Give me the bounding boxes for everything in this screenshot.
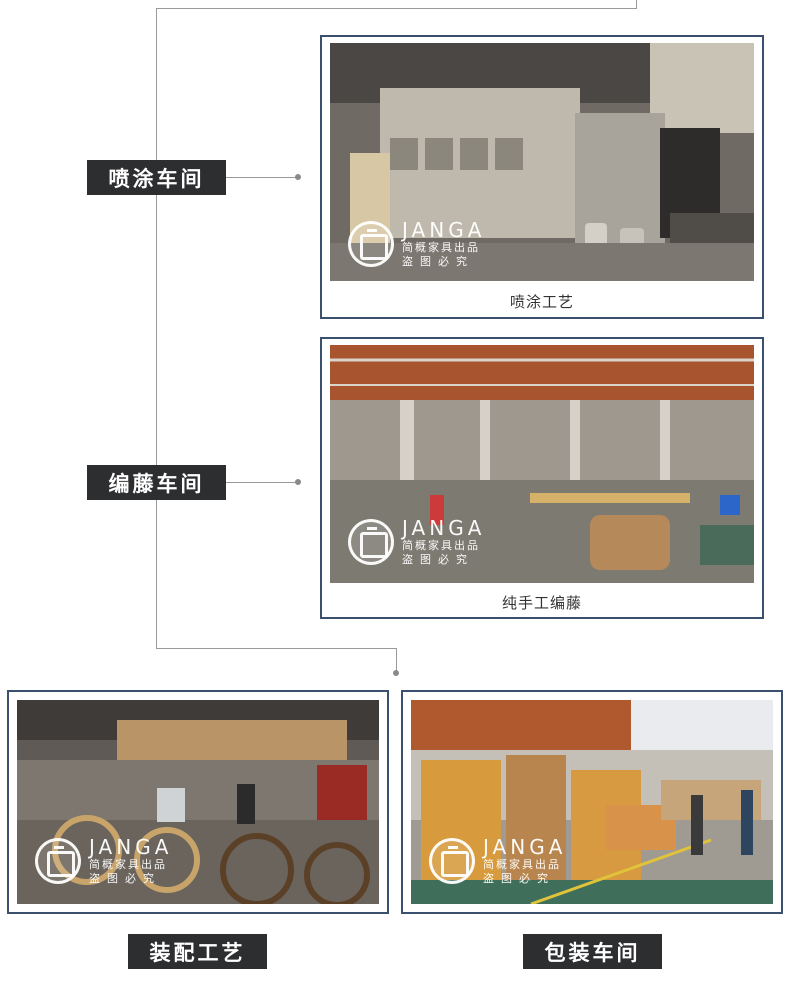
assembly-section-label: 装配工艺 bbox=[128, 934, 267, 969]
watermark-line2: 盗图必究 bbox=[483, 872, 555, 885]
packing-section-label: 包装车间 bbox=[523, 934, 662, 969]
watermark-line2: 盗图必究 bbox=[402, 255, 474, 268]
packing-workshop-photo: JANGA 简概家具出品 盗图必究 bbox=[411, 700, 773, 904]
spray-workshop-photo: JANGA 简概家具出品 盗图必究 bbox=[330, 43, 754, 281]
watermark-brand: JANGA bbox=[483, 835, 567, 859]
spray-connector-dot bbox=[295, 174, 301, 180]
spine-connector bbox=[156, 8, 157, 648]
janga-logo-icon bbox=[429, 838, 475, 884]
watermark-line1: 简概家具出品 bbox=[483, 858, 561, 871]
watermark-line1: 简概家具出品 bbox=[402, 539, 480, 552]
janga-logo-icon bbox=[348, 519, 394, 565]
rattan-connector-dot bbox=[295, 479, 301, 485]
janga-logo-icon bbox=[348, 221, 394, 267]
rattan-card: JANGA 简概家具出品 盗图必究 纯手工编藤 bbox=[320, 337, 764, 619]
janga-logo-icon bbox=[35, 838, 81, 884]
rattan-caption: 纯手工编藤 bbox=[501, 594, 582, 612]
watermark-line1: 简概家具出品 bbox=[402, 241, 480, 254]
top-connector-riser bbox=[636, 0, 637, 9]
packing-card: JANGA 简概家具出品 盗图必究 bbox=[401, 690, 783, 914]
rattan-scene bbox=[330, 345, 754, 583]
spray-watermark: JANGA 简概家具出品 盗图必究 bbox=[348, 219, 485, 269]
spray-card: JANGA 简概家具出品 盗图必究 喷涂工艺 bbox=[320, 35, 764, 319]
rattan-connector bbox=[226, 482, 298, 483]
watermark-line1: 简概家具出品 bbox=[89, 858, 167, 871]
rattan-section-label: 编藤车间 bbox=[87, 465, 226, 500]
rattan-workshop-photo: JANGA 简概家具出品 盗图必究 bbox=[330, 345, 754, 583]
spray-scene bbox=[330, 43, 754, 281]
packing-watermark: JANGA 简概家具出品 盗图必究 bbox=[429, 836, 566, 886]
watermark-brand: JANGA bbox=[402, 516, 486, 540]
assembly-card: JANGA 简概家具出品 盗图必究 bbox=[7, 690, 389, 914]
assembly-watermark: JANGA 简概家具出品 盗图必究 bbox=[35, 836, 172, 886]
top-connector-horizontal bbox=[156, 8, 636, 9]
spray-caption: 喷涂工艺 bbox=[509, 293, 574, 311]
bottom-connector-dot bbox=[393, 670, 399, 676]
bottom-connector-horizontal bbox=[156, 648, 396, 649]
watermark-line2: 盗图必究 bbox=[89, 872, 161, 885]
spray-connector bbox=[226, 177, 298, 178]
watermark-brand: JANGA bbox=[89, 835, 173, 859]
rattan-watermark: JANGA 简概家具出品 盗图必究 bbox=[348, 517, 485, 567]
watermark-line2: 盗图必究 bbox=[402, 553, 474, 566]
watermark-brand: JANGA bbox=[402, 218, 486, 242]
bottom-connector-drop bbox=[396, 648, 397, 672]
assembly-workshop-photo: JANGA 简概家具出品 盗图必究 bbox=[17, 700, 379, 904]
spray-section-label: 喷涂车间 bbox=[87, 160, 226, 195]
